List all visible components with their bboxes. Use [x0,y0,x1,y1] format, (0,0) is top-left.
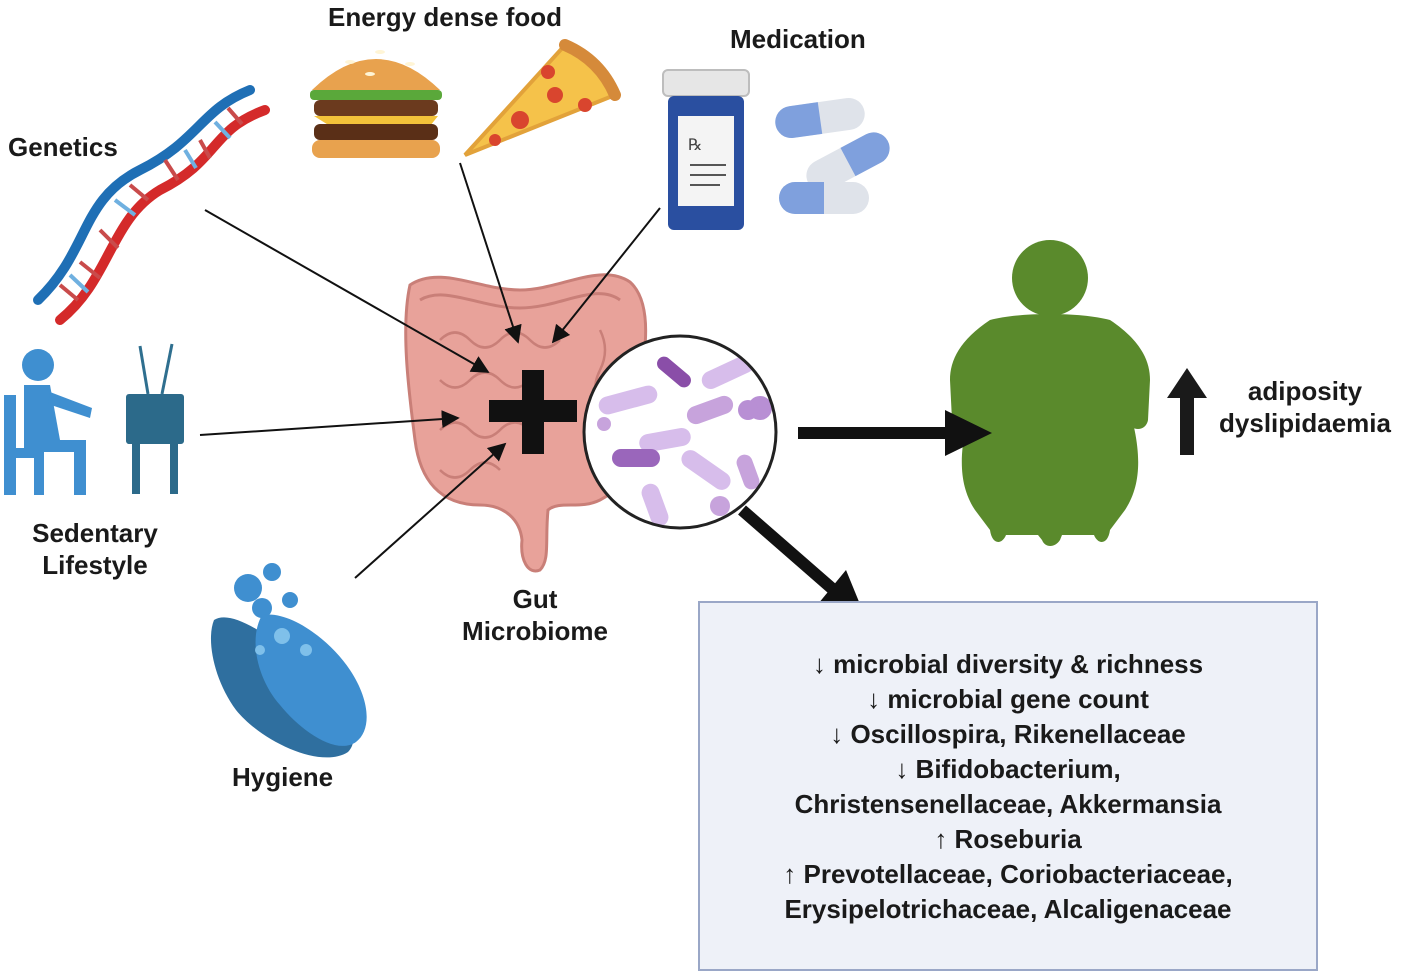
label-sedentary-line1: Sedentary [32,518,158,548]
up-arrow-icon [1167,368,1207,455]
finding-item: ↑ Roseburia [934,824,1082,854]
tv-icon [126,343,184,494]
obese-person-icon [950,240,1150,546]
label-sedentary-lifestyle: Sedentary Lifestyle [10,518,180,581]
findings-list: ↓ microbial diversity & richness ↓ micro… [700,647,1316,927]
arrow-hygiene [354,442,507,579]
pizza-icon [463,39,621,157]
label-adiposity: adiposity [1247,376,1363,406]
label-gut-line1: Gut [512,584,558,614]
label-gut-line2: Microbiome [462,615,608,646]
factor-arrows [199,162,661,579]
svg-text:℞: ℞ [688,135,702,154]
finding-item: ↓ microbial diversity & richness [812,649,1204,679]
person-sitting-icon [4,349,92,495]
label-sedentary-line2: Lifestyle [42,549,148,580]
finding-item: Christensenellaceae, Akkermansia [794,789,1222,819]
arrow-to-findings [738,505,864,614]
arrow-genetics [204,209,490,373]
burger-icon [310,50,442,158]
finding-item: ↓ Oscillospira, Rikenellaceae [830,719,1186,749]
arrow-energy-food [459,162,522,344]
arrow-to-outcome [798,410,992,456]
hand-washing-icon [210,563,367,758]
capsule-icon [775,97,890,214]
label-outcome: adiposity dyslipidaemia [1200,376,1410,439]
findings-box: ↓ microbial diversity & richness ↓ micro… [698,601,1318,971]
arrow-medication [551,207,661,344]
bacteria-magnifier-icon [582,334,778,530]
label-dyslipidaemia: dyslipidaemia [1219,407,1391,438]
label-genetics: Genetics [8,132,118,162]
finding-item: ↓ Bifidobacterium, [895,754,1121,784]
arrow-sedentary [199,410,460,436]
finding-item: Erysipelotrichaceae, Alcaligenaceae [784,894,1232,924]
finding-item: ↑ Prevotellaceae, Coriobacteriaceae, [783,859,1233,889]
dna-icon [33,85,270,325]
finding-item: ↓ microbial gene count [867,684,1149,714]
label-medication: Medication [730,24,866,54]
label-hygiene: Hygiene [232,762,334,792]
label-energy-dense-food: Energy dense food [328,2,563,32]
plus-icon [489,370,577,454]
pill-bottle-icon: ℞ [662,69,750,230]
label-gut-microbiome: Gut Microbiome [440,584,630,647]
